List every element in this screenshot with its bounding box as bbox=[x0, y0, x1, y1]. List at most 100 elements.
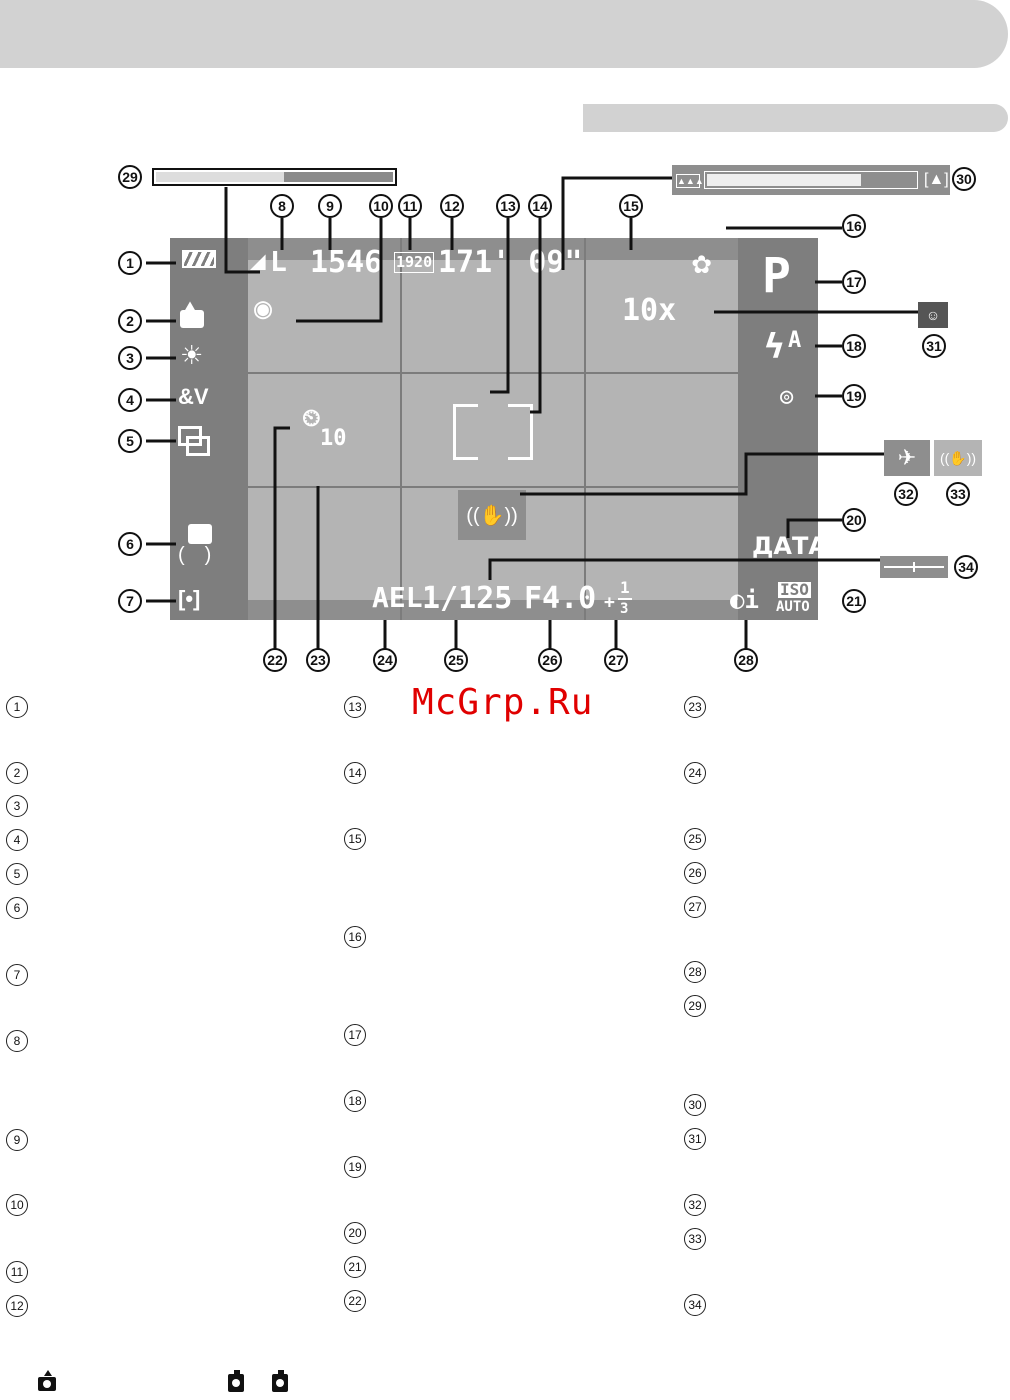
callout-13: 13 bbox=[496, 194, 520, 218]
shake-warning-icon: ((✋)) bbox=[934, 440, 982, 476]
airplane-icon: ✈ bbox=[884, 440, 930, 476]
legend-number: 34 bbox=[684, 1294, 706, 1316]
callout-4: 4 bbox=[118, 388, 142, 412]
zoom-bar: ▲▲▲ [▲] bbox=[672, 165, 950, 195]
callout-29: 29 bbox=[118, 165, 142, 189]
callout-14: 14 bbox=[528, 194, 552, 218]
battery-icon bbox=[182, 250, 216, 268]
legend-number: 26 bbox=[684, 862, 706, 884]
callout-26: 26 bbox=[538, 648, 562, 672]
legend-number: 3 bbox=[6, 795, 28, 817]
callout-27: 27 bbox=[604, 648, 628, 672]
digital-zoom: 10x bbox=[622, 293, 677, 328]
shots-remaining: 1546 bbox=[310, 245, 383, 280]
is-mode-icon: ((✋)) bbox=[458, 490, 526, 540]
my-colors-icon: &V bbox=[178, 384, 209, 409]
level-indicator-icon bbox=[880, 556, 948, 578]
camera-shake-icon: ( ) bbox=[178, 518, 222, 566]
legend-number: 16 bbox=[344, 926, 366, 948]
callout-23: 23 bbox=[306, 648, 330, 672]
shooting-mode: P bbox=[762, 248, 791, 304]
legend-number: 29 bbox=[684, 995, 706, 1017]
callout-24: 24 bbox=[373, 648, 397, 672]
legend-number: 20 bbox=[344, 1222, 366, 1244]
callout-33: 33 bbox=[946, 482, 970, 506]
quality-label: L bbox=[270, 245, 287, 278]
white-balance-icon: ☀ bbox=[180, 340, 204, 370]
legend-number: 14 bbox=[344, 762, 366, 784]
legend-number: 9 bbox=[6, 1129, 28, 1151]
legend-number: 30 bbox=[684, 1094, 706, 1116]
watermark: McGrp.Ru bbox=[412, 682, 594, 723]
legend-number: 33 bbox=[684, 1228, 706, 1250]
callout-15: 15 bbox=[619, 194, 643, 218]
callout-11: 11 bbox=[398, 194, 422, 218]
recording-time: 171' 09" bbox=[438, 245, 583, 280]
callout-2: 2 bbox=[118, 309, 142, 333]
callout-21: 21 bbox=[842, 589, 866, 613]
ae-lock: AEL bbox=[372, 581, 423, 614]
movie-resolution: 1920 bbox=[394, 252, 435, 273]
callout-9: 9 bbox=[318, 194, 342, 218]
legend-number: 8 bbox=[6, 1030, 28, 1052]
callout-22: 22 bbox=[263, 648, 287, 672]
wide-icon: ▲▲▲ bbox=[676, 174, 704, 188]
aperture-value: F4.0 bbox=[524, 581, 597, 616]
wifi-icon: ◉ bbox=[254, 291, 273, 326]
legend-number: 32 bbox=[684, 1194, 706, 1216]
legend-number: 10 bbox=[6, 1194, 28, 1216]
legend-number: 1 bbox=[6, 696, 28, 718]
camera-left-icon bbox=[228, 1370, 246, 1392]
legend-number: 7 bbox=[6, 964, 28, 986]
callout-30: 30 bbox=[952, 167, 976, 191]
legend-number: 12 bbox=[6, 1295, 28, 1317]
legend-number: 15 bbox=[344, 828, 366, 850]
exposure-comp-sign: + bbox=[604, 592, 615, 613]
callout-18: 18 bbox=[842, 334, 866, 358]
metering-icon: [•] bbox=[178, 586, 201, 611]
legend-number: 27 bbox=[684, 896, 706, 918]
callout-1: 1 bbox=[118, 251, 142, 275]
camera-upright-icon bbox=[38, 1370, 56, 1392]
red-eye-icon: ◎ bbox=[780, 384, 794, 409]
legend-number: 19 bbox=[344, 1156, 366, 1178]
callout-6: 6 bbox=[118, 532, 142, 556]
callout-34: 34 bbox=[954, 555, 978, 579]
callout-leaders bbox=[146, 176, 918, 650]
section-bar bbox=[583, 104, 1008, 132]
legend-number: 28 bbox=[684, 961, 706, 983]
i-contrast-icon: ◐i bbox=[730, 586, 759, 614]
legend-number: 6 bbox=[6, 897, 28, 919]
callout-3: 3 bbox=[118, 346, 142, 370]
legend-number: 25 bbox=[684, 828, 706, 850]
legend-number: 17 bbox=[344, 1024, 366, 1046]
flash-icon: ϟ bbox=[764, 327, 785, 367]
legend-number: 5 bbox=[6, 863, 28, 885]
legend-number: 23 bbox=[684, 696, 706, 718]
callout-19: 19 bbox=[842, 384, 866, 408]
legend-number: 13 bbox=[344, 696, 366, 718]
legend-number: 22 bbox=[344, 1290, 366, 1312]
legend-number: 4 bbox=[6, 829, 28, 851]
shutter-speed: 1/125 bbox=[422, 581, 513, 616]
camera-orientation-body-icon bbox=[180, 310, 204, 328]
self-timer-icon: ⏲ bbox=[302, 404, 321, 432]
iso-bottom: AUTO bbox=[776, 599, 810, 615]
callout-17: 17 bbox=[842, 270, 866, 294]
callout-25: 25 bbox=[444, 648, 468, 672]
self-timer-count: 10 bbox=[320, 426, 347, 451]
iso-top: ISO bbox=[778, 580, 811, 599]
exposure-comp-den: 3 bbox=[620, 601, 629, 617]
legend-number: 18 bbox=[344, 1090, 366, 1112]
callout-16: 16 bbox=[842, 214, 866, 238]
callout-7: 7 bbox=[118, 589, 142, 613]
legend-number: 2 bbox=[6, 762, 28, 784]
callout-20: 20 bbox=[842, 508, 866, 532]
callout-8: 8 bbox=[270, 194, 294, 218]
macro-icon: ✿ bbox=[692, 243, 712, 281]
callout-10: 10 bbox=[369, 194, 393, 218]
legend-number: 21 bbox=[344, 1256, 366, 1278]
flash-mode: A bbox=[788, 328, 802, 353]
compression-icon: ◢ bbox=[250, 246, 266, 276]
legend-number: 31 bbox=[684, 1128, 706, 1150]
